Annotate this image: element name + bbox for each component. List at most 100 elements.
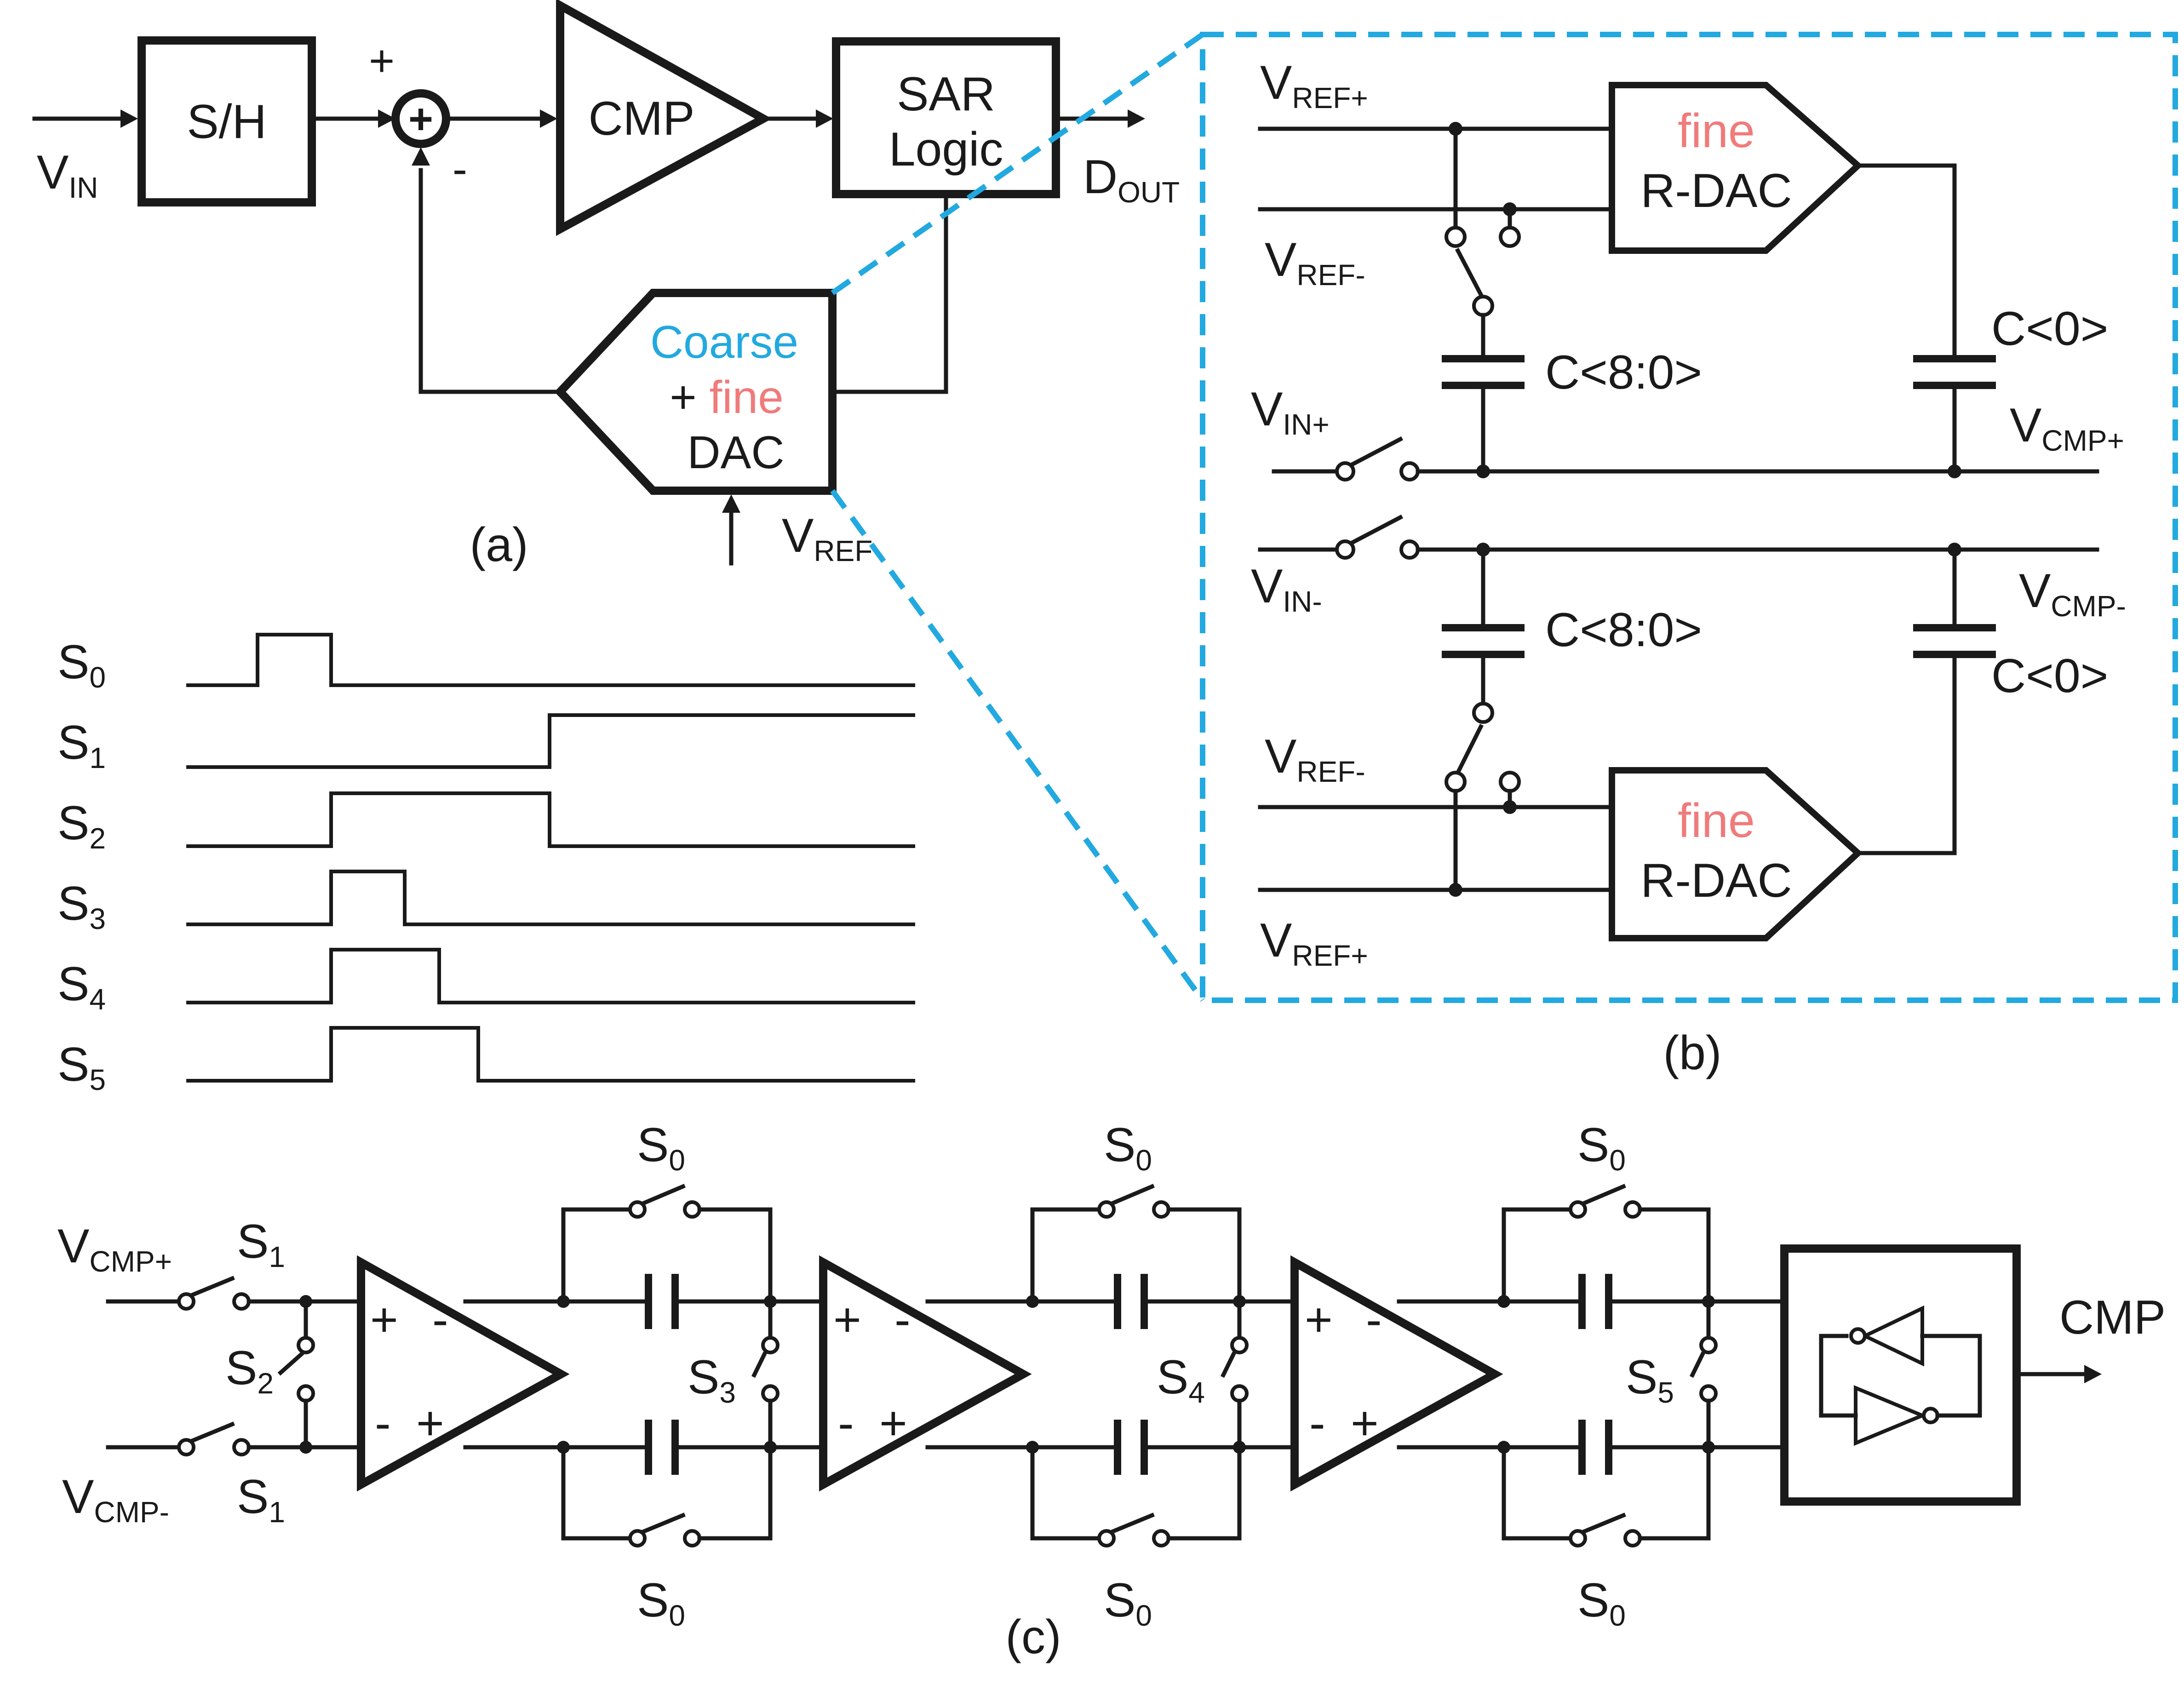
s4-switch	[1230, 1336, 1249, 1354]
preamp-stage-2	[819, 1255, 1032, 1492]
s1-switch-top	[177, 1292, 195, 1311]
waveform-s1	[186, 713, 915, 769]
dac-coarse-label: Coarse	[650, 316, 798, 368]
comparator-label: CMP	[588, 92, 694, 145]
vin-label: VIN	[37, 146, 98, 204]
fine-rdac-top-fine: fine	[1678, 104, 1755, 158]
dac-second-line: + fine	[670, 372, 783, 423]
s3-label: S3	[688, 1351, 736, 1409]
s1-bottom-label: S1	[237, 1470, 285, 1529]
preamp-stage-1	[357, 1255, 570, 1492]
coarse-fine-dac-block	[554, 289, 837, 495]
vref-minus-top-label: VREF-	[1265, 233, 1365, 292]
vin-minus-switch	[1335, 539, 1355, 560]
s0-switch-1-bottom	[628, 1529, 647, 1547]
waveform-s4	[186, 948, 915, 1004]
sar-logic-line2: Logic	[889, 123, 1003, 176]
s0-label-2-top: S0	[1104, 1118, 1152, 1177]
ref-select-switch-bottom	[1445, 771, 1467, 793]
cap-array-top-label: C<8:0>	[1545, 346, 1702, 399]
dout-label: DOUT	[1083, 150, 1180, 209]
timing-label-s1: S1	[57, 716, 106, 774]
s0-label-1-bottom: S0	[637, 1574, 685, 1632]
s0-switch-1-top	[628, 1200, 647, 1219]
s0-switch-3-top	[1569, 1200, 1587, 1219]
cap-unit-bottom-label: C<0>	[1991, 649, 2108, 703]
summer-plus-label: +	[369, 36, 395, 86]
panel-a-block-diagram: VIN S/H + + - CMP SAR Logic DOUT Coarse …	[32, 0, 1180, 572]
timing-label-s5: S5	[57, 1038, 106, 1096]
amp1-out-plus: +	[416, 1397, 444, 1450]
fine-rdac-bottom-name: R-DAC	[1640, 854, 1792, 907]
fine-rdac-bottom-fine: fine	[1678, 794, 1755, 848]
s0-label-3-top: S0	[1577, 1118, 1626, 1177]
caption-b: (b)	[1663, 1026, 1721, 1080]
s0-switch-3-bottom	[1569, 1529, 1587, 1547]
cmp-output-label: CMP	[2059, 1291, 2166, 1344]
comparator-block	[556, 0, 772, 236]
summer-minus-label: -	[453, 144, 467, 194]
amp2-out-plus: +	[879, 1397, 907, 1450]
vref-plus-bottom-label: VREF+	[1260, 914, 1368, 972]
timing-label-s0: S0	[57, 636, 106, 694]
amp2-in-minus: -	[838, 1397, 854, 1450]
amp3-out-minus: -	[1366, 1293, 1382, 1347]
vref-minus-bottom-label: VREF-	[1265, 730, 1365, 788]
s0-label-2-bottom: S0	[1104, 1574, 1152, 1632]
timing-label-s4: S4	[57, 957, 106, 1016]
s0-switch-2-top	[1097, 1200, 1116, 1219]
timing-label-s2: S2	[57, 797, 106, 855]
amp1-out-minus: -	[432, 1293, 448, 1347]
vcmp-plus-b-label: VCMP+	[2010, 399, 2124, 457]
sample-hold-block	[138, 36, 316, 206]
zoom-line-bottom	[830, 489, 1205, 1002]
s0-label-1-top: S0	[637, 1118, 685, 1177]
sample-hold-label: S/H	[187, 95, 266, 149]
ref-select-switch-top	[1445, 226, 1467, 248]
vin-minus-label: VIN-	[1251, 560, 1322, 618]
waveform-s3	[186, 870, 915, 926]
cap-unit-top-label: C<0>	[1991, 302, 2108, 355]
caption-a: (a)	[470, 518, 528, 572]
s2-label: S2	[225, 1341, 274, 1400]
amp3-in-minus: -	[1309, 1397, 1325, 1450]
s0-switch-2-bottom	[1097, 1529, 1116, 1547]
dac-detail-frame	[1200, 32, 2178, 1003]
vin-plus-switch	[1335, 461, 1355, 481]
sar-logic-line1: SAR	[897, 68, 995, 121]
waveform-s5	[186, 1026, 915, 1083]
amp3-in-plus: +	[1305, 1293, 1333, 1347]
amp1-in-plus: +	[370, 1293, 398, 1347]
s5-label: S5	[1626, 1351, 1674, 1409]
caption-c: (c)	[1005, 1610, 1061, 1664]
waveform-s0	[186, 633, 915, 687]
preamp-stage-3	[1290, 1255, 1503, 1492]
vref-plus-top-label: VREF+	[1260, 56, 1368, 115]
vcmp-plus-c-label: VCMP+	[57, 1220, 172, 1278]
amp2-in-plus: +	[833, 1293, 861, 1347]
panel-c-comparator: VCMP+ S1 VCMP- S1 S2 + - - +	[57, 1118, 2166, 1664]
vcmp-minus-b-label: VCMP-	[2019, 564, 2126, 623]
s1-top-label: S1	[237, 1215, 285, 1273]
amp2-out-minus: -	[894, 1293, 911, 1347]
timing-label-s3: S3	[57, 877, 106, 935]
vref-label: VREF	[782, 509, 872, 567]
s2-switch	[297, 1336, 315, 1354]
dac-third-line: DAC	[687, 427, 784, 478]
amp1-in-minus: -	[375, 1397, 391, 1450]
zoom-line-top	[831, 32, 1204, 295]
s5-switch	[1699, 1336, 1718, 1354]
fine-rdac-top-name: R-DAC	[1640, 164, 1792, 218]
vin-plus-label: VIN+	[1251, 383, 1330, 441]
fine-rdac-bottom	[1609, 767, 1863, 941]
s0-label-3-bottom: S0	[1577, 1574, 1626, 1632]
s1-switch-bottom	[177, 1438, 195, 1456]
summing-symbol: +	[408, 96, 433, 143]
vcmp-minus-c-label: VCMP-	[62, 1470, 169, 1529]
s3-switch	[761, 1336, 780, 1354]
waveform-s2	[186, 791, 915, 848]
cap-array-bottom-label: C<8:0>	[1545, 603, 1702, 657]
amp3-out-plus: +	[1351, 1397, 1379, 1450]
fine-rdac-top	[1609, 82, 1863, 254]
